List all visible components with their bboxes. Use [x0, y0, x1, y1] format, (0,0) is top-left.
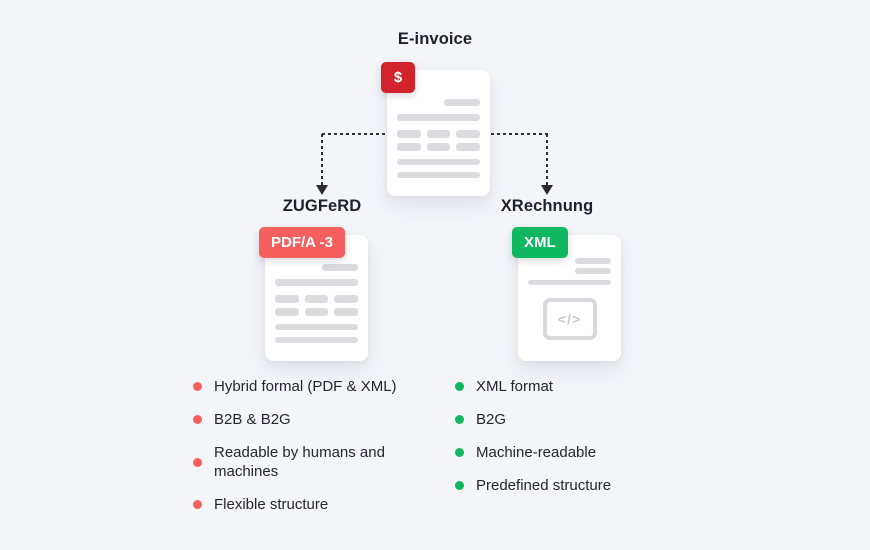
- xrechnung-title: XRechnung: [500, 197, 594, 215]
- list-item: Readable by humans and machines: [193, 443, 443, 481]
- list-item: XML format: [455, 377, 675, 396]
- zugferd-bullet-list: Hybrid formal (PDF & XML) B2B & B2G Read…: [193, 377, 443, 514]
- bullet-dot-icon: [455, 415, 464, 424]
- document-content-lines: [275, 235, 359, 343]
- list-item: Hybrid formal (PDF & XML): [193, 377, 443, 396]
- e-invoice-document-card: $: [381, 62, 490, 196]
- bullet-dot-icon: [193, 457, 202, 467]
- bullet-dot-icon: [455, 481, 464, 490]
- bullet-dot-icon: [193, 415, 202, 424]
- zugferd-document-card: PDF/A -3: [259, 227, 368, 361]
- bullet-dot-icon: [455, 382, 464, 391]
- list-item: Machine-readable: [455, 443, 675, 462]
- document-content-lines: </>: [528, 235, 611, 340]
- connector-horizontal-right: [491, 133, 548, 135]
- bullet-dot-icon: [455, 448, 464, 457]
- arrow-down-icon: [316, 185, 328, 195]
- root-title: E-invoice: [397, 30, 473, 48]
- zugferd-title: ZUGFeRD: [282, 197, 362, 215]
- arrow-down-icon: [541, 185, 553, 195]
- code-icon: </>: [542, 298, 597, 340]
- dollar-badge: $: [381, 62, 415, 93]
- connector-horizontal-left: [322, 133, 386, 135]
- bullet-dot-icon: [193, 382, 202, 391]
- connector-vertical-left: [321, 134, 323, 185]
- bullet-dot-icon: [193, 500, 202, 509]
- list-item: B2G: [455, 410, 675, 429]
- document-content-lines: [397, 70, 481, 178]
- list-item: Flexible structure: [193, 495, 443, 514]
- xml-badge: XML: [512, 227, 568, 258]
- pdfa3-badge: PDF/A -3: [259, 227, 345, 258]
- xrechnung-document-card: XML </>: [512, 227, 621, 361]
- list-item: B2B & B2G: [193, 410, 443, 429]
- list-item: Predefined structure: [455, 476, 675, 495]
- connector-vertical-right: [546, 134, 548, 185]
- xrechnung-bullet-list: XML format B2G Machine-readable Predefin…: [455, 377, 675, 495]
